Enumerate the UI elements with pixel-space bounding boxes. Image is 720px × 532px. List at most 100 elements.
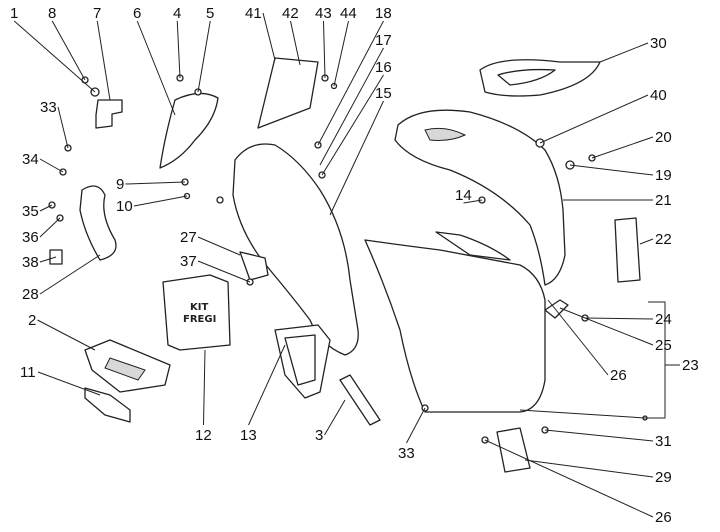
- part-front-lower-top: [435, 231, 511, 261]
- leader-line-11: [37, 371, 101, 396]
- callout-13: 13: [240, 427, 257, 444]
- leader-line-40: [539, 94, 649, 144]
- leader-line-9: [125, 181, 186, 185]
- leader-line-33: [57, 106, 69, 149]
- part-inner-fender: [159, 92, 219, 169]
- callout-19: 19: [655, 167, 672, 184]
- callout-14: 14: [455, 187, 472, 204]
- callout-44: 44: [340, 5, 357, 22]
- leader-line-1: [13, 20, 96, 93]
- part-plate: [257, 57, 319, 129]
- callout-41: 41: [245, 5, 262, 22]
- part-12-kit-bag: [162, 274, 231, 351]
- callout-9: 9: [116, 176, 124, 193]
- leader-line-5: [197, 20, 211, 93]
- callout-15: 15: [375, 85, 392, 102]
- leader-lines: [13, 12, 680, 518]
- callout-3: 3: [315, 427, 323, 444]
- callout-26: 26: [655, 509, 672, 526]
- leader-line-22: [639, 238, 654, 245]
- part-rear-body-panel: [394, 109, 566, 286]
- kit-bag-lettering-1: KIT: [190, 302, 208, 313]
- leader-line-26: [547, 299, 609, 376]
- leader-line-20: [591, 136, 654, 159]
- part-side-handle: [79, 185, 117, 261]
- callout-16: 16: [375, 59, 392, 76]
- part-leg-shield: [232, 143, 359, 356]
- part-footboard-grip: [104, 357, 146, 381]
- leader-line-2: [37, 319, 96, 351]
- leader-line-42: [290, 20, 301, 66]
- part-light-frame-inner: [284, 334, 316, 386]
- callout-38: 38: [22, 254, 39, 271]
- kit-bag-lettering-2: FREGI: [183, 314, 216, 325]
- leader-line-35: [39, 204, 53, 212]
- callout-12: 12: [195, 427, 212, 444]
- callout-18: 18: [375, 5, 392, 22]
- leader-line-25: [559, 307, 654, 346]
- callout-23: 23: [682, 357, 699, 374]
- leader-line-41: [262, 12, 276, 61]
- part-small-panel: [496, 427, 531, 473]
- callout-26: 26: [610, 367, 627, 384]
- callout-30: 30: [650, 35, 667, 52]
- leader-line-18: [317, 20, 384, 146]
- callout-33: 33: [398, 445, 415, 462]
- callout-22: 22: [655, 231, 672, 248]
- part-trim-strip: [339, 374, 381, 426]
- leader-line-24: [584, 317, 654, 320]
- leader-line-4: [176, 20, 181, 79]
- leader-line-15: [329, 100, 384, 216]
- leader-line-17: [319, 47, 384, 166]
- callout-28: 28: [22, 286, 39, 303]
- leader-line-28: [39, 254, 101, 295]
- leader-line-7: [96, 20, 111, 101]
- callout-2: 2: [28, 312, 36, 329]
- part-footboard-strip: [84, 387, 131, 423]
- leader-line-38: [39, 256, 57, 263]
- callout-6: 6: [133, 5, 141, 22]
- leader-line-29: [524, 459, 654, 478]
- leader-line-16: [321, 74, 384, 176]
- callout-10: 10: [116, 198, 133, 215]
- callout-11: 11: [20, 364, 36, 381]
- callout-7: 7: [93, 5, 101, 22]
- leader-line-36: [39, 217, 61, 238]
- callout-24: 24: [655, 311, 672, 328]
- leader-line-12: [203, 349, 206, 426]
- leader-line-34: [39, 158, 64, 173]
- callout-27: 27: [180, 229, 197, 246]
- callout-25: 25: [655, 337, 672, 354]
- callout-43: 43: [315, 5, 332, 22]
- leader-line-43: [323, 20, 326, 79]
- part-bracket: [95, 99, 123, 129]
- leader-line-44: [333, 20, 349, 87]
- callout-8: 8: [48, 5, 56, 22]
- leader-23-lower: [519, 409, 646, 419]
- callout-36: 36: [22, 229, 39, 246]
- part-grab-handle-inner: [497, 68, 556, 86]
- callout-17: 17: [375, 32, 392, 49]
- bracket-23: [645, 301, 666, 419]
- callout-5: 5: [206, 5, 214, 22]
- leader-line-6: [136, 20, 176, 116]
- part-small-cover: [239, 251, 269, 281]
- leader-line-30: [599, 42, 649, 63]
- callout-21: 21: [655, 192, 672, 209]
- leader-line-37: [197, 260, 251, 283]
- callout-20: 20: [655, 129, 672, 146]
- callout-40: 40: [650, 87, 667, 104]
- leader-line-26: [484, 439, 654, 518]
- leader-line-13: [248, 344, 286, 426]
- leader-line-3: [324, 399, 346, 436]
- callout-34: 34: [22, 151, 39, 168]
- callout-33: 33: [40, 99, 57, 116]
- leader-line-19: [569, 164, 654, 176]
- leader-line-10: [133, 195, 188, 207]
- callout-35: 35: [22, 203, 39, 220]
- callout-37: 37: [180, 253, 197, 270]
- leader-line-31: [544, 429, 654, 442]
- part-front-lower-panel: [364, 239, 546, 413]
